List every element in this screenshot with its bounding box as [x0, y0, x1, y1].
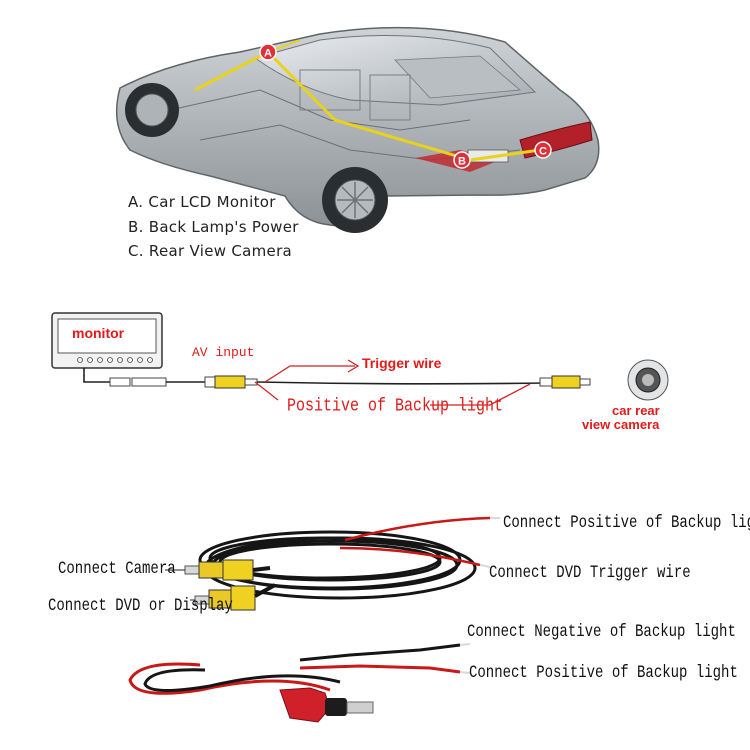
marker-c [534, 141, 552, 159]
rca-connector-display [194, 583, 276, 611]
connect-negative-label: Connect Negative of Backup light [467, 622, 736, 642]
legend-item-b: B. Back Lamp's Power [128, 217, 299, 236]
legend-item-c: C. Rear View Camera [128, 242, 293, 260]
marker-b [453, 151, 471, 169]
monitor-icon [51, 312, 163, 369]
marker-a [259, 43, 277, 61]
rca-connector-camera [184, 559, 271, 581]
rca-plug-left [204, 375, 258, 389]
connect-positive-bottom-label: Connect Positive of Backup light [469, 663, 738, 683]
camera-icon [627, 359, 669, 401]
positive-backup-label: Positive of Backup light [287, 396, 504, 417]
trigger-wire-label: Trigger wire [362, 355, 442, 371]
connect-positive-top-label: Connect Positive of Backup light [503, 513, 750, 533]
av-input-label: AV input [192, 345, 255, 360]
legend: A. Car LCD Monitor B. Back Lamp's Power … [128, 190, 299, 264]
marker-b-letter: B [458, 156, 466, 168]
camera-label-line1: car rear [612, 403, 660, 418]
connect-trigger-label: Connect DVD Trigger wire [489, 563, 691, 583]
camera-label-line2: view camera [582, 417, 660, 432]
connect-dvd-label: Connect DVD or Display [48, 596, 233, 616]
marker-c-letter: C [539, 146, 547, 158]
dc-plug [279, 687, 374, 723]
monitor-label: monitor [72, 325, 125, 341]
connect-camera-label: Connect Camera [58, 559, 176, 579]
legend-item-a: A. Car LCD Monitor [128, 193, 276, 211]
rca-plug-right [539, 375, 591, 389]
marker-a-letter: A [264, 48, 272, 60]
